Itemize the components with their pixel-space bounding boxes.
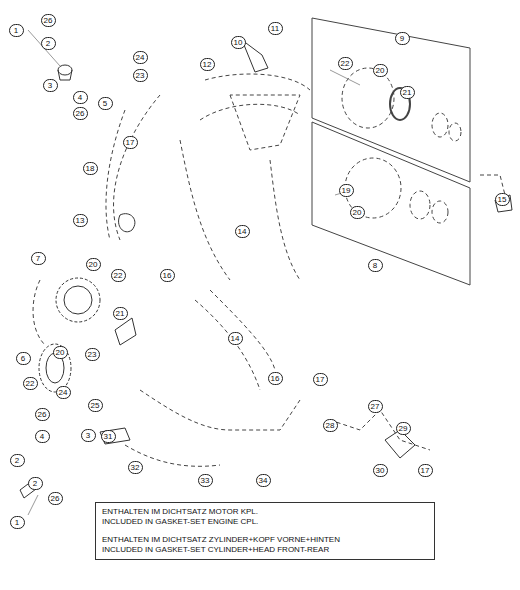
callout-number: 4	[35, 430, 50, 443]
callout-number: 5	[98, 97, 113, 110]
callout-number: 17	[313, 373, 328, 386]
note-text: INCLUDED IN GASKET-SET CYLINDER+HEAD FRO…	[102, 545, 428, 555]
callout-number: 25	[88, 399, 103, 412]
note-text: INCLUDED IN GASKET-SET ENGINE CPL.	[102, 517, 428, 527]
note-text: ENTHALTEN IM DICHTSATZ MOTOR KPL.	[102, 507, 428, 517]
callout-number: 17	[123, 136, 138, 149]
callout-number: 34	[256, 474, 271, 487]
callout-number: 8	[368, 259, 383, 272]
callout-number: 30	[373, 464, 388, 477]
callout-number: 32	[128, 461, 143, 474]
callout-number: 14	[228, 332, 243, 345]
callout-number: 20	[53, 346, 68, 359]
callout-number: 3	[81, 429, 96, 442]
callout-number: 26	[35, 408, 50, 421]
callout-number: 12	[200, 58, 215, 71]
callout-number: 26	[73, 107, 88, 120]
callout-number: 13	[73, 214, 88, 227]
callout-number: 22	[338, 57, 353, 70]
callout-number: 16	[268, 372, 283, 385]
callout-number: 27	[368, 400, 383, 413]
callout-number: 1	[9, 24, 24, 37]
callout-number: 17	[418, 464, 433, 477]
callout-number: 7	[31, 252, 46, 265]
callout-number: 4	[73, 91, 88, 104]
callout-number: 11	[268, 22, 283, 35]
callout-number: 21	[400, 86, 415, 99]
callout-number: 2	[41, 37, 56, 50]
callout-number: 20	[350, 206, 365, 219]
callout-number: 9	[395, 32, 410, 45]
callout-number: 26	[48, 492, 63, 505]
callout-number: 33	[198, 474, 213, 487]
callout-number: 15	[495, 193, 510, 206]
callout-number: 23	[85, 348, 100, 361]
callout-number: 10	[231, 36, 246, 49]
callout-number: 14	[235, 225, 250, 238]
note-box: ENTHALTEN IM DICHTSATZ MOTOR KPL.INCLUDE…	[95, 502, 435, 560]
callout-number: 22	[111, 269, 126, 282]
callout-number: 6	[16, 352, 31, 365]
callout-number: 29	[396, 422, 411, 435]
callout-number: 1	[10, 516, 25, 529]
callout-number: 21	[113, 307, 128, 320]
callout-number: 20	[373, 64, 388, 77]
callout-number: 23	[133, 69, 148, 82]
callout-number: 19	[339, 184, 354, 197]
callout-number: 24	[56, 386, 71, 399]
callout-number: 18	[83, 162, 98, 175]
callout-number: 2	[10, 454, 25, 467]
callout-number: 24	[133, 51, 148, 64]
callout-number: 16	[160, 269, 175, 282]
callout-number: 22	[23, 377, 38, 390]
callout-number: 20	[86, 258, 101, 271]
callout-number: 31	[101, 430, 116, 443]
callout-number: 28	[323, 419, 338, 432]
callout-number: 26	[41, 14, 56, 27]
callout-number: 3	[43, 79, 58, 92]
callout-number: 2	[28, 477, 43, 490]
note-text: ENTHALTEN IM DICHTSATZ ZYLINDER+KOPF VOR…	[102, 535, 428, 545]
